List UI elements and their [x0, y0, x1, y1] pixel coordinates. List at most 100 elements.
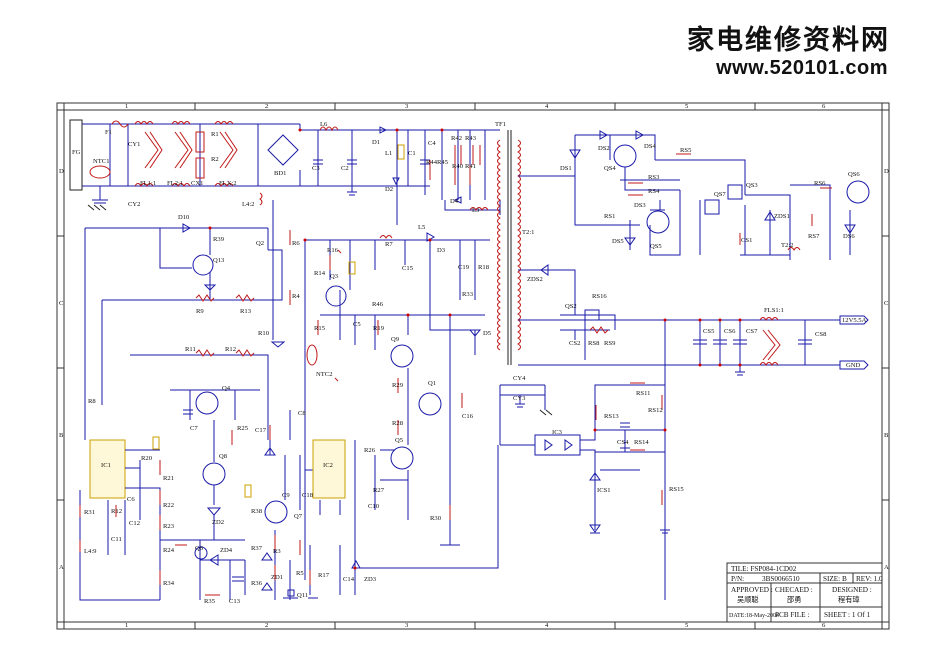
label-cs4: CS4: [617, 439, 629, 446]
label-r24: R24: [163, 547, 175, 554]
rev-text: REV: 1.0: [856, 575, 883, 583]
label-r9: R9: [196, 308, 204, 315]
label-rs12: RS12: [648, 407, 663, 414]
output-12v-label: 12V5.5A: [842, 317, 867, 324]
label-cx1: CX1: [191, 180, 203, 187]
label-r39: R39: [213, 236, 225, 243]
label-c3: C3: [312, 165, 320, 172]
approved-value: 吴顺聪: [737, 595, 759, 604]
label-r25: R25: [237, 425, 249, 432]
label-flx2: FLX:2: [219, 180, 237, 187]
junction-dots: [208, 128, 742, 570]
label-rs16: RS16: [592, 293, 607, 300]
col-label-2: 2: [265, 103, 268, 110]
row-label-c-right: C: [884, 300, 889, 307]
label-c19: C19: [458, 264, 470, 271]
col-label-5-bottom: 5: [685, 622, 689, 629]
label-l6: L6: [320, 121, 328, 128]
label-r37: R37: [251, 545, 263, 552]
row-label-a: A: [59, 564, 64, 571]
label-rs7: RS7: [808, 233, 820, 240]
label-qs5: QS5: [650, 243, 662, 250]
label-ic3: IC3: [552, 429, 563, 436]
label-rs3: RS3: [648, 174, 660, 181]
label-r45: R45: [437, 159, 449, 166]
label-r41: R41: [465, 163, 476, 170]
label-r36: R36: [251, 580, 263, 587]
label-q3: Q3: [330, 273, 339, 280]
label-r19: R19: [373, 325, 385, 332]
secondary-output-wires: [518, 264, 869, 600]
label-zd2: ZD2: [212, 519, 224, 526]
label-d4: D4: [450, 198, 459, 205]
label-q1: Q1: [428, 380, 436, 387]
label-r14: R14: [314, 270, 326, 277]
col-label-5: 5: [685, 103, 689, 110]
label-rs4: RS4: [648, 188, 660, 195]
label-fls1: FLS1:1: [764, 307, 784, 314]
label-l42: L4:2: [242, 201, 254, 208]
label-d3: D3: [437, 247, 446, 254]
label-cs1: CS1: [741, 237, 752, 244]
label-r29: R29: [392, 382, 404, 389]
border-frame: [56, 102, 890, 630]
label-q6: Q6: [195, 545, 204, 552]
ic1-chip: [79, 389, 260, 601]
label-r3: R3: [273, 548, 281, 555]
label-ds4: DS4: [644, 143, 656, 150]
label-r46: R46: [372, 301, 384, 308]
label-d10: D10: [178, 214, 190, 221]
label-c4: C4: [428, 140, 436, 147]
label-r7: R7: [385, 241, 393, 248]
label-cy3: CY3: [513, 395, 526, 402]
label-cs5: CS5: [703, 328, 715, 335]
designed-label: DESIGNED :: [832, 586, 872, 594]
row-label-a-right: A: [884, 564, 889, 571]
label-r42: R42: [451, 135, 462, 142]
row-label-b-right: B: [884, 432, 889, 439]
label-cy2: CY2: [128, 201, 140, 208]
label-r40: R40: [452, 163, 464, 170]
label-d5: D5: [483, 330, 492, 337]
sheet-text: SHEET : 1 Of 1: [824, 611, 871, 619]
label-d1: D1: [372, 139, 380, 146]
label-r23: R23: [163, 523, 175, 530]
label-rs13: RS13: [604, 413, 619, 420]
col-label-2-bottom: 2: [265, 622, 268, 629]
pcb-file-text: PCB FILE :: [775, 611, 809, 619]
label-r35: R35: [204, 598, 216, 605]
label-c14: C14: [343, 576, 355, 583]
label-d2: D2: [385, 186, 393, 193]
label-c7: C7: [190, 425, 198, 432]
pn-label: P/N:: [731, 575, 744, 583]
label-r6: R6: [292, 240, 300, 247]
row-label-d-right: D: [884, 168, 889, 175]
label-r12: R12: [225, 346, 236, 353]
checked-value: 邵勇: [787, 595, 801, 604]
label-zd1: ZD1: [271, 574, 283, 581]
label-cs6: CS6: [724, 328, 736, 335]
label-r5: R5: [296, 570, 304, 577]
label-qs6: QS6: [848, 171, 860, 178]
label-bd1: BD1: [274, 170, 286, 177]
label-q9: Q9: [391, 336, 400, 343]
label-r15: R15: [314, 325, 326, 332]
label-zd4: ZD4: [220, 547, 233, 554]
label-ds5: DS5: [612, 238, 624, 245]
middle-section-wires: [304, 232, 490, 580]
col-label-1-bottom: 1: [125, 622, 128, 629]
label-ds6: DS6: [843, 233, 855, 240]
label-c2: C2: [341, 165, 349, 172]
label-r4: R4: [292, 293, 300, 300]
label-cr12: R12: [111, 508, 122, 515]
label-c17: C17: [255, 427, 267, 434]
label-c15: C15: [402, 265, 414, 272]
designed-value: 程有璋: [838, 595, 860, 604]
label-l1: L1: [385, 150, 392, 157]
label-r43: R43: [465, 135, 477, 142]
label-c5: C5: [353, 321, 361, 328]
ic2-chip: [244, 410, 361, 600]
label-r16: R16: [327, 247, 339, 254]
